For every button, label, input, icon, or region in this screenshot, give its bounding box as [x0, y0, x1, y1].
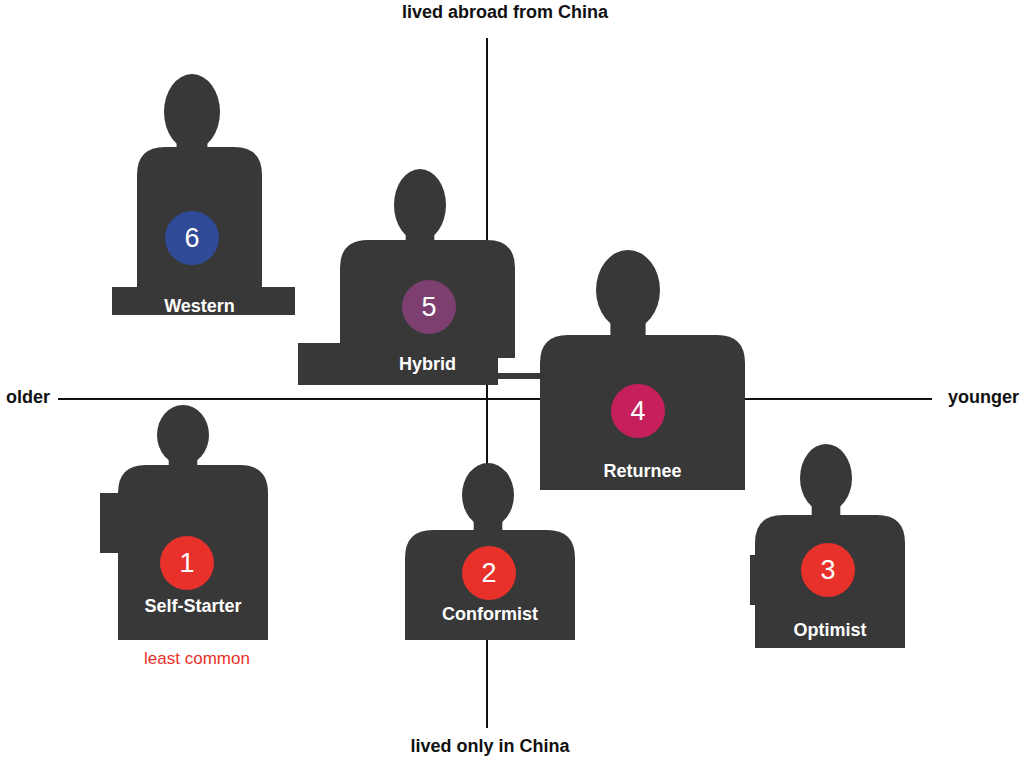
- silhouette-shape: [528, 250, 752, 490]
- callout-number: 1: [160, 536, 214, 590]
- person-silhouette: Western 6: [112, 72, 295, 315]
- number-circle: 3: [801, 543, 855, 597]
- number-circle: 5: [402, 280, 456, 334]
- callout-number: 3: [801, 543, 855, 597]
- number-circle: 6: [165, 211, 219, 265]
- number-circle: 2: [462, 546, 516, 600]
- silhouette-prop: [298, 343, 498, 385]
- silhouette-body: [540, 335, 745, 490]
- silhouette-shape: [298, 168, 560, 385]
- axis-label: younger: [948, 388, 1019, 408]
- person-silhouette: Returnee 4: [528, 250, 752, 490]
- silhouette-prop: [100, 493, 140, 553]
- person-silhouette: Self-Starter 1: [90, 407, 278, 640]
- person-silhouette: Hybrid 5: [298, 168, 560, 385]
- note-label: least common: [144, 650, 250, 669]
- callout-number: 4: [611, 384, 665, 438]
- persona-name: Self-Starter: [144, 597, 241, 617]
- persona-name: Conformist: [442, 605, 538, 625]
- silhouette-body: [340, 240, 515, 358]
- callout-number: 2: [462, 546, 516, 600]
- callout-number: 6: [165, 211, 219, 265]
- callout-number: 5: [402, 280, 456, 334]
- persona-name: Returnee: [603, 462, 681, 482]
- axis-label: older: [6, 388, 50, 408]
- silhouette-shape: [112, 72, 295, 315]
- axis-label: lived only in China: [410, 737, 569, 757]
- persona-name: Hybrid: [399, 355, 456, 375]
- number-circle: 1: [160, 536, 214, 590]
- person-silhouette: Optimist 3: [750, 445, 912, 648]
- person-silhouette: Conformist 2: [400, 465, 578, 640]
- number-circle: 4: [611, 384, 665, 438]
- persona-name: Western: [164, 297, 235, 317]
- silhouette-prop: [750, 555, 780, 605]
- persona-name: Optimist: [793, 621, 866, 641]
- horizontal-axis: [58, 398, 932, 400]
- silhouette-body: [118, 465, 268, 640]
- axis-label: lived abroad from China: [402, 3, 608, 23]
- silhouette-body: [405, 530, 575, 640]
